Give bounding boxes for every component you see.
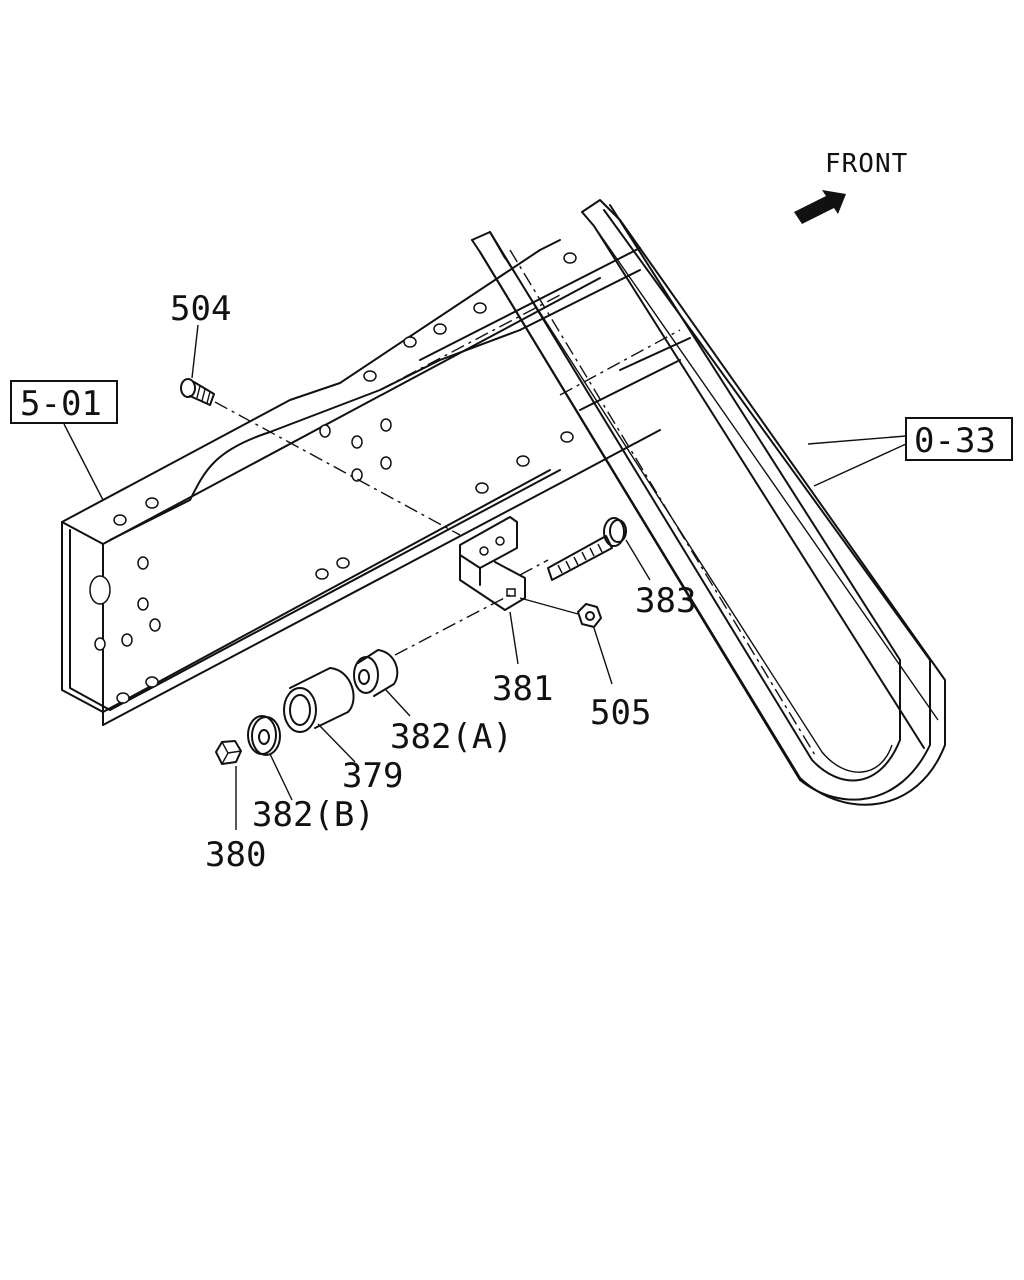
ref-box-hose-label: 0-33 xyxy=(914,421,996,461)
front-direction-label: FRONT xyxy=(825,149,908,179)
washer-382b[interactable] xyxy=(247,715,281,756)
ref-box-frame-label: 5-01 xyxy=(20,384,102,424)
part-label-381[interactable]: 381 xyxy=(492,669,553,709)
nut-380[interactable] xyxy=(215,740,242,765)
bolt-383[interactable] xyxy=(547,517,627,581)
nut-505[interactable] xyxy=(577,603,602,628)
sleeve-379[interactable] xyxy=(283,667,355,733)
front-arrow-icon xyxy=(794,190,846,224)
collar-382a[interactable] xyxy=(353,649,399,697)
bolt-504[interactable] xyxy=(180,378,215,406)
hose-guard xyxy=(471,199,946,806)
part-label-383[interactable]: 383 xyxy=(635,581,696,621)
part-label-382b[interactable]: 382(B) xyxy=(252,795,375,835)
part-label-504[interactable]: 504 xyxy=(170,289,231,329)
part-label-505[interactable]: 505 xyxy=(590,693,651,733)
frame-hole xyxy=(89,575,111,605)
bracket-381[interactable] xyxy=(459,516,526,611)
part-label-379[interactable]: 379 xyxy=(342,756,403,796)
assembly-centerlines xyxy=(214,401,579,656)
ref-box-frame[interactable]: 5-01 xyxy=(10,380,118,424)
frame-rail xyxy=(61,239,691,726)
ref-box-hose[interactable]: 0-33 xyxy=(905,417,1013,461)
part-label-382a[interactable]: 382(A) xyxy=(390,717,513,757)
leader-lines xyxy=(63,324,907,830)
part-label-380[interactable]: 380 xyxy=(205,835,266,875)
